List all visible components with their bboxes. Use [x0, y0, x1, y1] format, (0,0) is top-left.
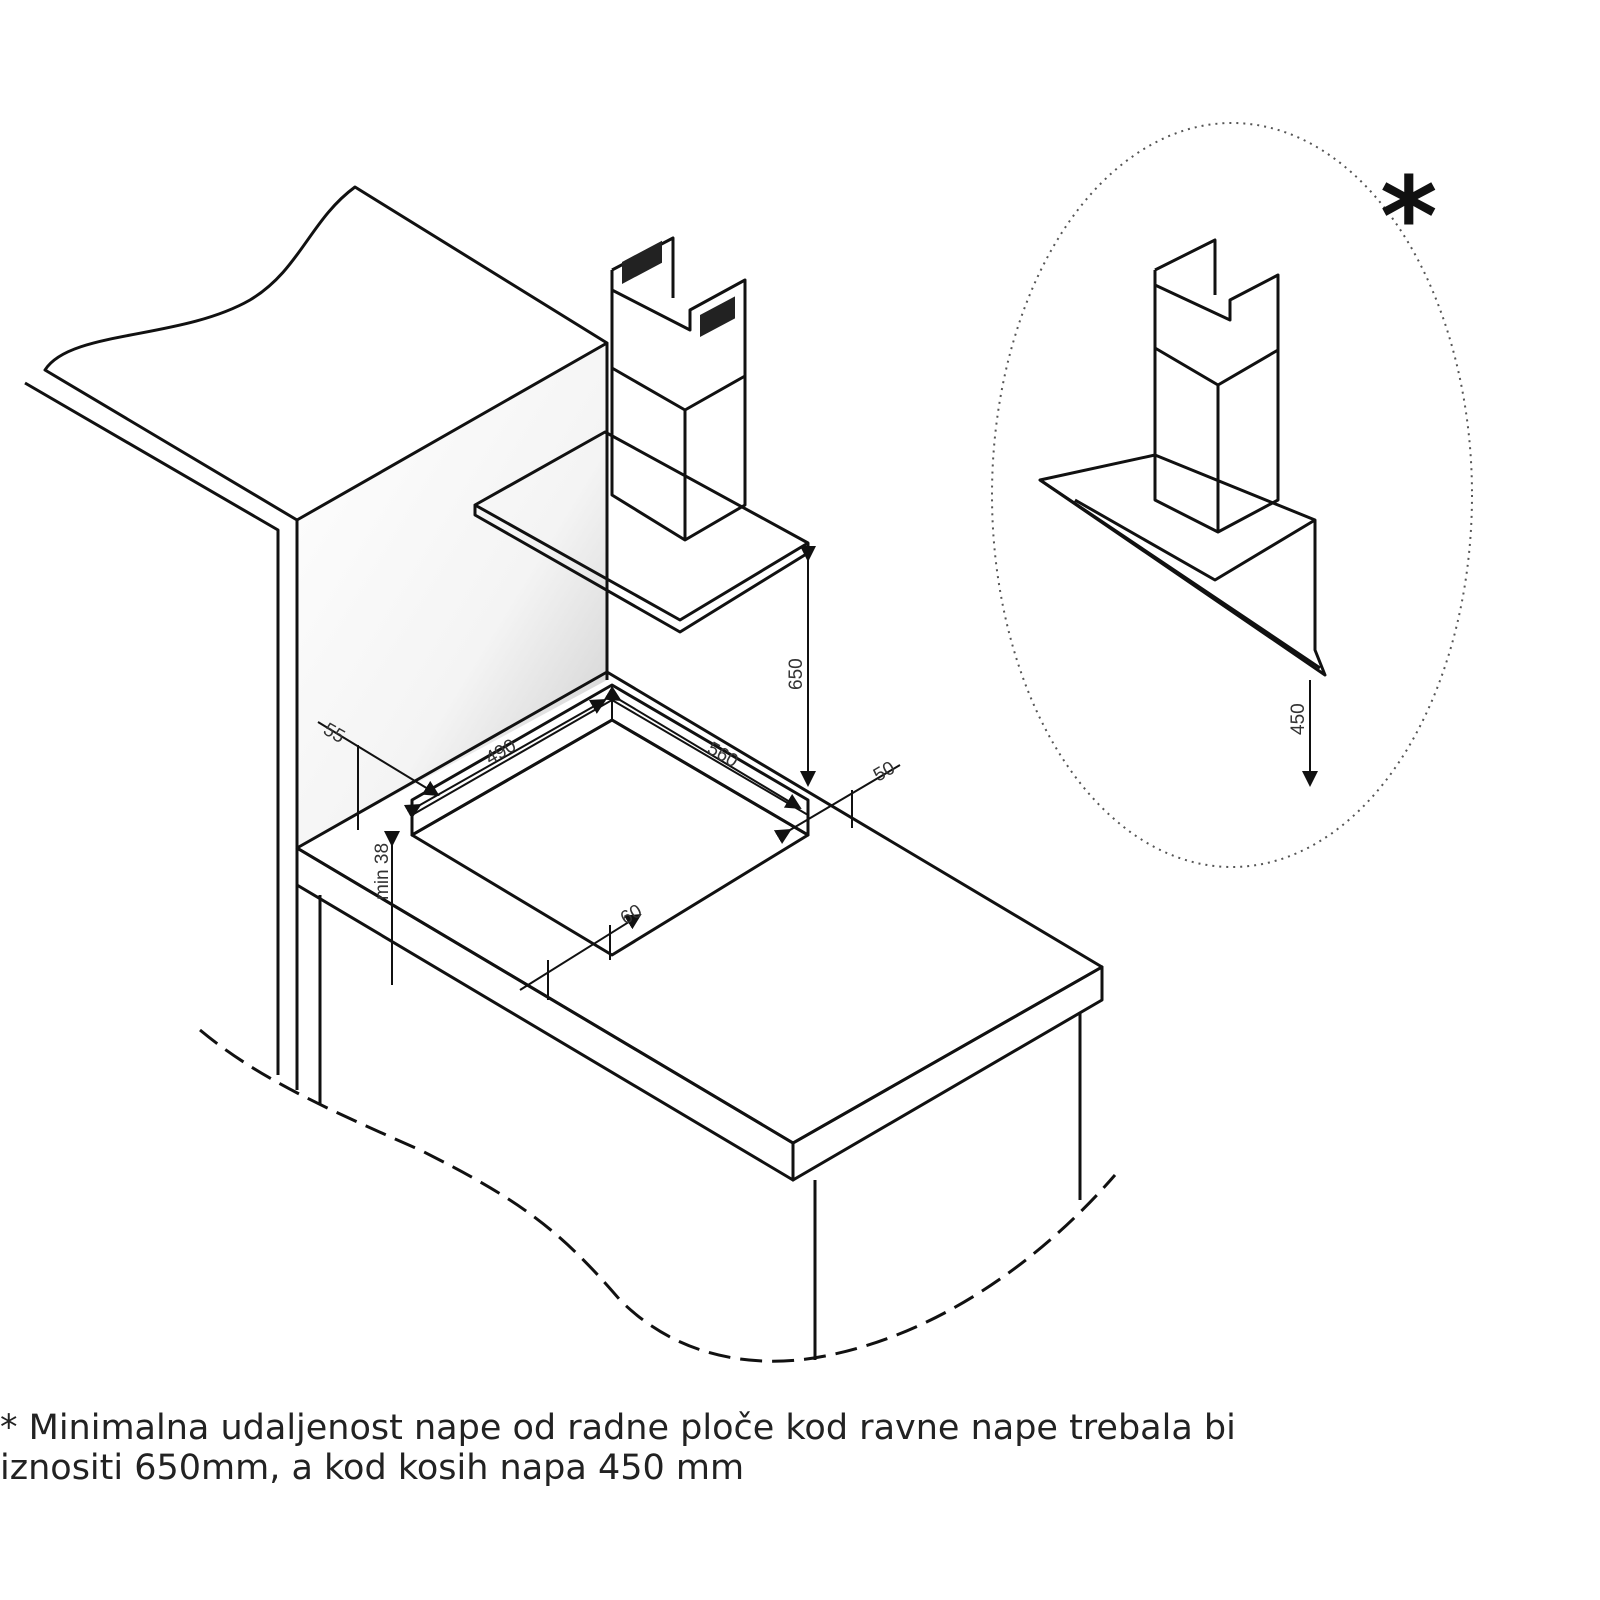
dim-back-margin: 50 [870, 758, 899, 787]
caption-line-2: iznositi 650mm, a kod kosih napa 450 mm [0, 1448, 745, 1488]
caption: * Minimalna udaljenost nape od radne plo… [0, 1408, 1600, 1488]
dim-front-margin: 60 [617, 901, 646, 930]
worktop [199, 670, 1117, 1363]
dim-worktop-thickness: min 38 [372, 843, 393, 900]
dim-hood-height-flat: 650 [786, 658, 807, 690]
caption-line-1: * Minimalna udaljenost nape od radne plo… [0, 1408, 1236, 1448]
dimension-lines [317, 546, 901, 1000]
slanted-hood-inset: * 450 [991, 122, 1473, 868]
wall-cabinet [24, 185, 609, 1090]
inset-marker: * [1380, 153, 1438, 281]
dim-hood-height-slanted: 450 [1288, 703, 1309, 735]
